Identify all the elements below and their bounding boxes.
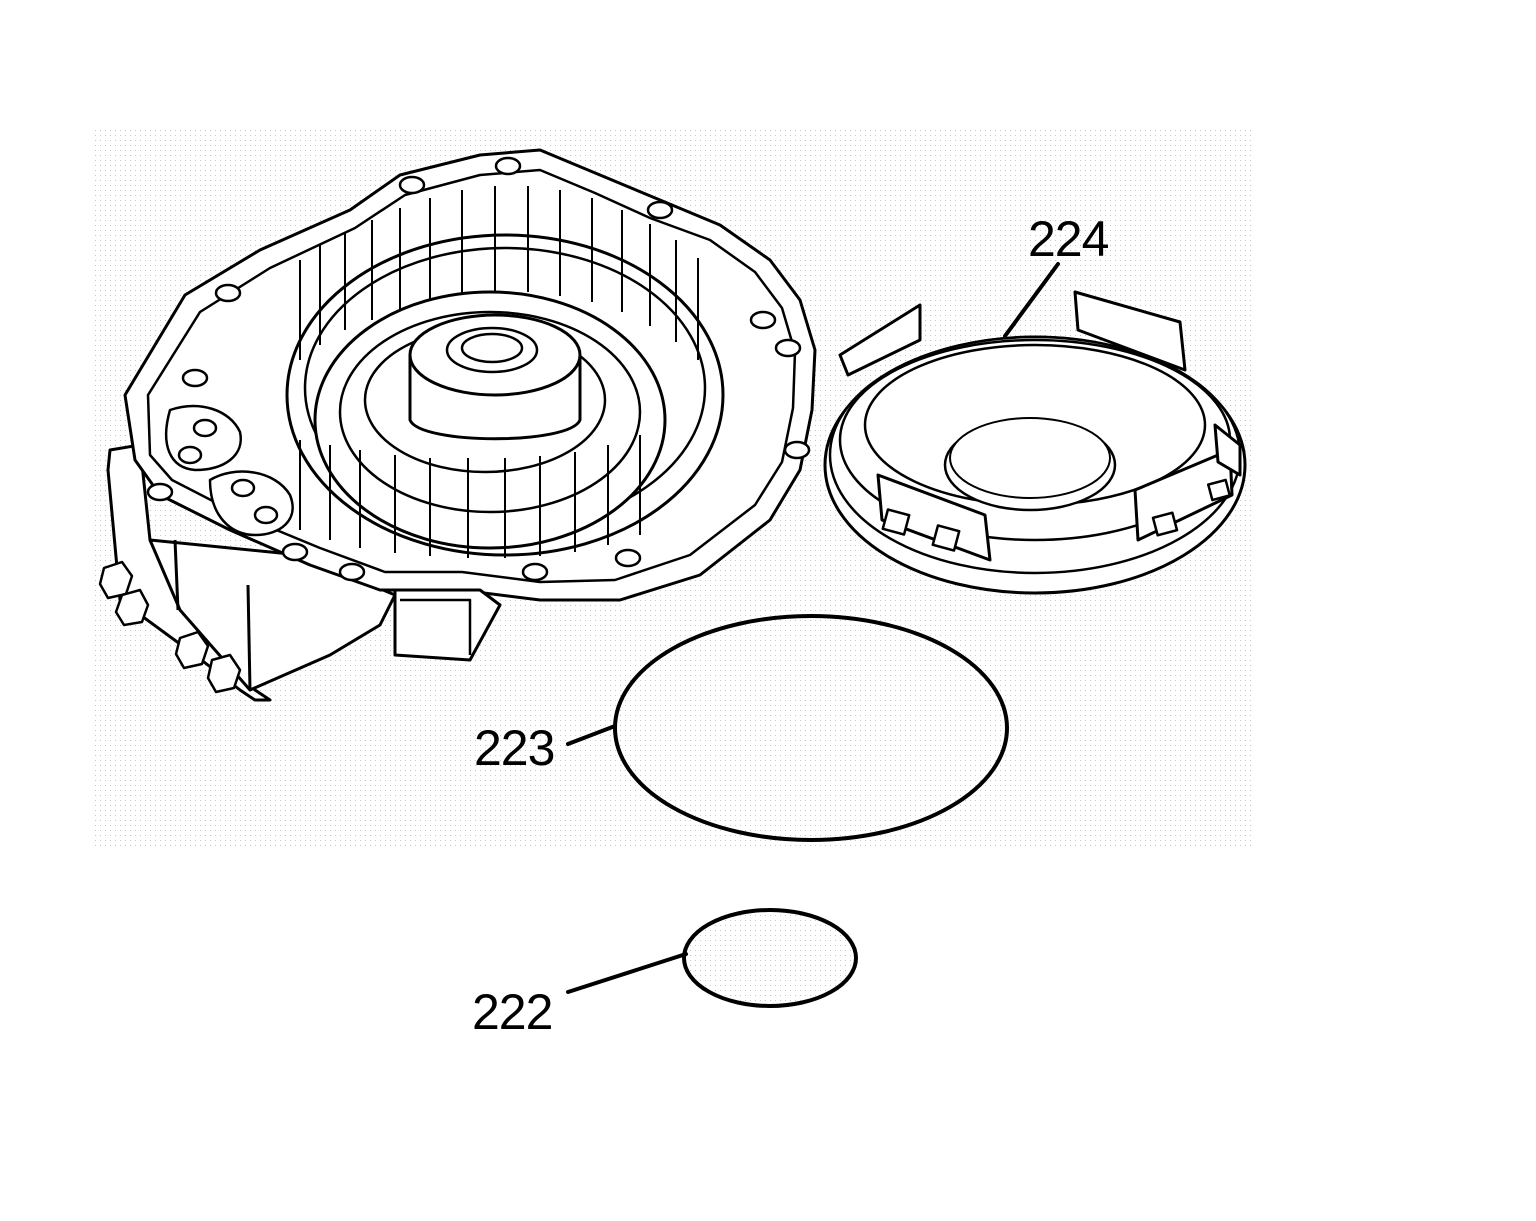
part-224-ring xyxy=(823,290,1247,595)
housing-spline-fingers xyxy=(299,186,699,558)
part-222-small-seal xyxy=(682,908,858,1008)
leader-line-223 xyxy=(566,724,617,746)
callout-223: 223 xyxy=(474,720,555,776)
leader-line-222 xyxy=(566,952,688,994)
transmission-housing xyxy=(98,148,817,702)
callout-222: 222 xyxy=(472,984,553,1040)
leader-line-224 xyxy=(1003,262,1060,338)
callout-224: 224 xyxy=(1028,211,1109,267)
leader-lines xyxy=(566,262,1060,994)
